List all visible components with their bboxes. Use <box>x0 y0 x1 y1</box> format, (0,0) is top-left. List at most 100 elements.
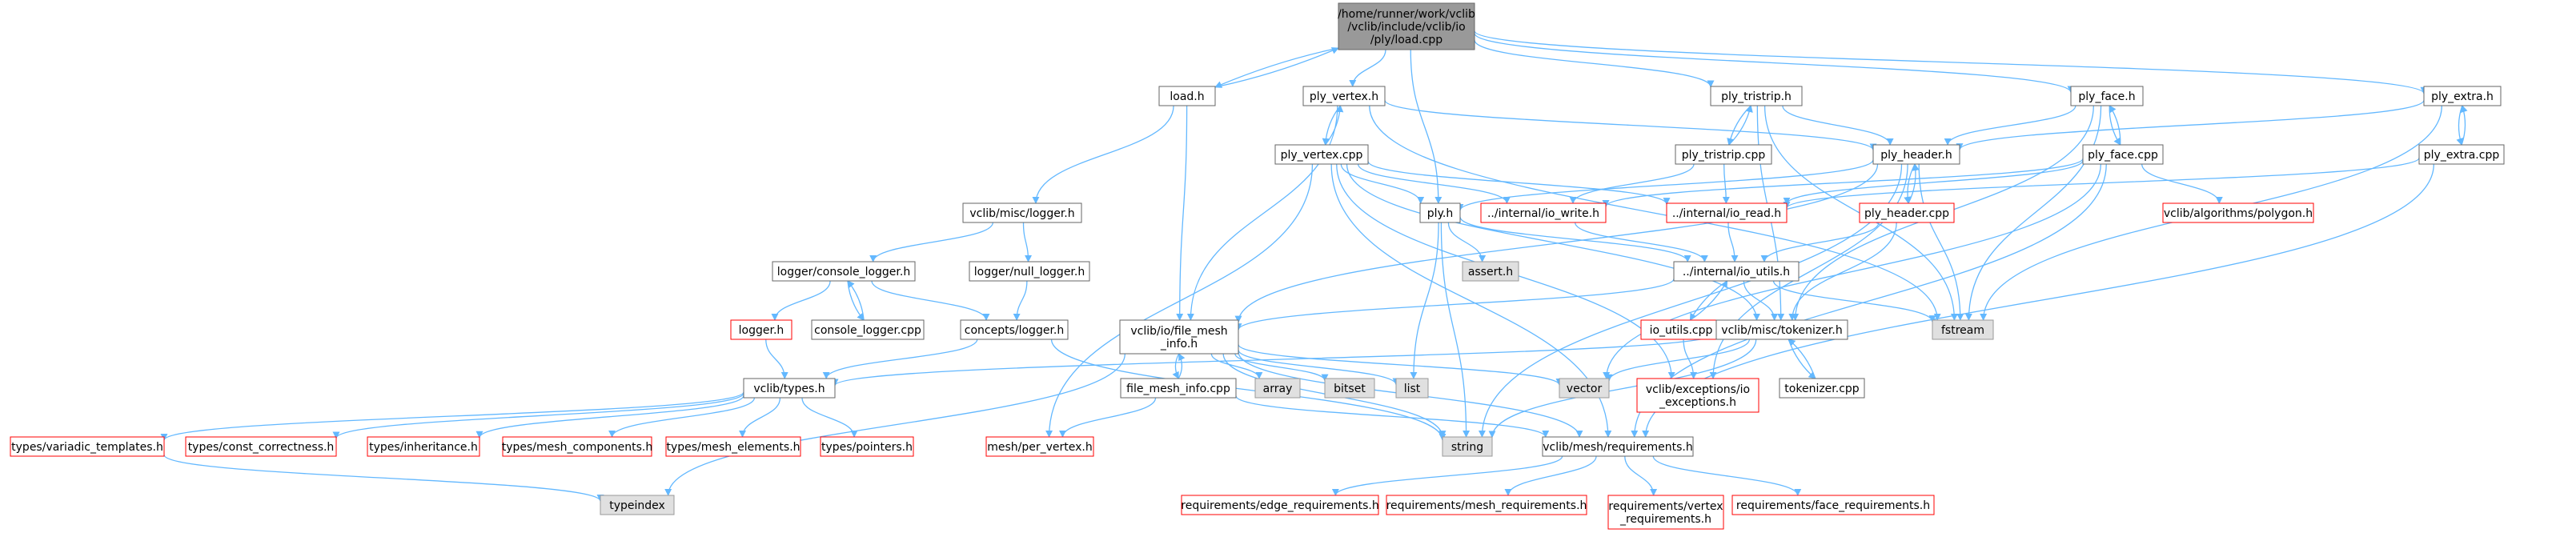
node-label: string <box>1451 441 1483 454</box>
node-ply-face-cpp[interactable]: ply_face.cpp <box>2082 144 2164 165</box>
node-ply-vertex-cpp[interactable]: ply_vertex.cpp <box>1274 144 1369 165</box>
node-mesh-elements-h[interactable]: types/mesh_elements.h <box>665 436 801 457</box>
node-io-write-h[interactable]: ../internal/io_write.h <box>1480 202 1607 223</box>
edge-io_utils_h-to-io_utils_cpp <box>1689 280 1728 321</box>
node-console-logger-cpp[interactable]: console_logger.cpp <box>811 319 925 340</box>
edge-ply_extra_h-to-ply_header_h <box>1956 99 2425 151</box>
node-polygon-h[interactable]: vclib/algorithms/polygon.h <box>2162 202 2314 223</box>
edge-ply_face_cpp-to-io_write_h <box>1602 158 2084 208</box>
node-label: /home/runner/work/vclib <box>1338 8 1475 21</box>
node-label: console_logger.cpp <box>814 324 921 337</box>
node-requirements-h[interactable]: vclib/mesh/requirements.h <box>1542 436 1694 457</box>
node-logger-h-misc[interactable]: vclib/misc/logger.h <box>962 202 1082 223</box>
edge-ply_face_h-to-ply_header_h <box>1944 105 2076 146</box>
edge-tokenizer_h-to-types_h <box>831 333 1717 387</box>
node-label: io_utils.cpp <box>1650 324 1713 337</box>
node-ply-extra-cpp[interactable]: ply_extra.cpp <box>2418 144 2505 165</box>
node-io-read-h[interactable]: ../internal/io_read.h <box>1666 202 1788 223</box>
edge-load_cpp-to-ply_face_h <box>1474 33 2075 94</box>
node-vector[interactable]: vector <box>1559 378 1610 399</box>
node-ply-header-cpp[interactable]: ply_header.cpp <box>1859 202 1955 223</box>
edge-file_mesh_info_cpp-to-per_vertex_h <box>1058 397 1157 438</box>
node-box <box>1710 86 1803 106</box>
node-assert-h[interactable]: assert.h <box>1462 261 1519 282</box>
node-ply-vertex-h[interactable]: ply_vertex.h <box>1302 86 1386 106</box>
node-box <box>1254 378 1301 399</box>
edge-ply_tristrip_cpp-to-ply_tristrip_h <box>1728 105 1753 146</box>
edge-load_cpp-to-ply_vertex_h <box>1349 49 1386 87</box>
edge-console_logger_h-to-logger_h_red <box>771 280 831 321</box>
node-io-utils-h[interactable]: ../internal/io_utils.h <box>1673 261 1800 282</box>
edge-file_mesh_info_cpp-to-file_mesh_info_h <box>1178 353 1186 379</box>
node-vertex-req-h[interactable]: requirements/vertex_requirements.h <box>1607 495 1724 530</box>
node-face-req-h[interactable]: requirements/face_requirements.h <box>1731 495 1935 515</box>
node-ply-h[interactable]: ply.h <box>1419 202 1461 223</box>
node-label: ply_tristrip.h <box>1721 90 1792 103</box>
node-null-logger-h[interactable]: logger/null_logger.h <box>969 261 1090 282</box>
edge-requirements_h-to-face_req_h <box>1652 455 1802 496</box>
node-label: _requirements.h <box>1619 513 1711 526</box>
node-label: logger.h <box>739 324 784 337</box>
node-fstream[interactable]: fstream <box>1932 319 1994 340</box>
node-label: _info.h <box>1160 338 1198 351</box>
node-tokenizer-h[interactable]: vclib/misc/tokenizer.h <box>1715 319 1848 340</box>
node-ply-header-h[interactable]: ply_header.h <box>1872 144 1960 165</box>
node-label: requirements/vertex <box>1608 500 1723 513</box>
node-ply-tristrip-cpp[interactable]: ply_tristrip.cpp <box>1675 144 1772 165</box>
node-pointers-h[interactable]: types/pointers.h <box>820 436 914 457</box>
node-per-vertex-h[interactable]: mesh/per_vertex.h <box>985 436 1094 457</box>
node-variadic-templates-h[interactable]: types/variadic_templates.h <box>10 436 165 457</box>
edge-ply_vertex_h-to-ply_header_h <box>1384 99 1877 151</box>
node-label: ply_face.h <box>2078 90 2135 103</box>
node-mesh-req-h[interactable]: requirements/mesh_requirements.h <box>1386 495 1587 515</box>
node-array[interactable]: array <box>1254 378 1301 399</box>
node-types-h[interactable]: vclib/types.h <box>743 378 836 399</box>
edge-ply_vertex_h-to-file_mesh_info_h <box>1186 105 1338 321</box>
edge-ply_vertex_cpp-to-ply_vertex_h <box>1325 105 1344 146</box>
node-bitset[interactable]: bitset <box>1324 378 1375 399</box>
node-box <box>1731 495 1935 515</box>
node-edge-req-h[interactable]: requirements/edge_requirements.h <box>1181 495 1379 515</box>
edge-ply_face_cpp-to-vector <box>1603 163 2101 379</box>
edge-ply_header_h-to-ply_h <box>1456 159 1874 211</box>
node-label: list <box>1404 383 1421 395</box>
edge-ply_vertex_cpp-to-io_write_h <box>1357 163 1511 204</box>
node-box <box>1419 202 1461 223</box>
edge-null_logger_h-to-concepts_logger_h <box>1013 280 1028 321</box>
node-label: vclib/misc/tokenizer.h <box>1721 324 1842 337</box>
node-list[interactable]: list <box>1395 378 1429 399</box>
node-label: assert.h <box>1468 266 1513 278</box>
node-file-mesh-info-cpp[interactable]: file_mesh_info.cpp <box>1120 378 1237 399</box>
node-logger-h-red[interactable]: logger.h <box>730 319 792 340</box>
node-ply-extra-h[interactable]: ply_extra.h <box>2423 86 2502 106</box>
edge-ply_extra_h-to-ply_extra_cpp <box>2456 105 2464 146</box>
edge-ply_h-to-string <box>1440 222 1471 438</box>
node-ply-tristrip-h[interactable]: ply_tristrip.h <box>1710 86 1803 106</box>
nodes-layer: /home/runner/work/vclib/vclib/include/vc… <box>10 2 2505 530</box>
node-box <box>2082 144 2164 165</box>
node-concepts-logger-h[interactable]: concepts/logger.h <box>960 319 1069 340</box>
edge-ply_tristrip_cpp-to-io_write_h <box>1569 163 1695 204</box>
node-mesh-components-h[interactable]: types/mesh_components.h <box>502 436 653 457</box>
edge-ply_extra_cpp-to-ply_extra_h <box>2460 105 2468 146</box>
node-const-correctness-h[interactable]: types/const_correctness.h <box>185 436 337 457</box>
node-inheritance-h[interactable]: types/inheritance.h <box>367 436 480 457</box>
node-tokenizer-cpp[interactable]: tokenizer.cpp <box>1779 378 1865 399</box>
edge-console_logger_h-to-concepts_logger_h <box>871 280 990 321</box>
node-load-cpp[interactable]: /home/runner/work/vclib/vclib/include/vc… <box>1338 2 1475 50</box>
edge-file_mesh_info_h-to-bitset <box>1234 353 1329 382</box>
node-string[interactable]: string <box>1442 436 1493 457</box>
edge-ply_header_h-to-exceptions_h <box>1709 163 1908 379</box>
node-load-h[interactable]: load.h <box>1158 86 1216 106</box>
node-typeindex[interactable]: typeindex <box>600 495 675 515</box>
node-console-logger-h[interactable]: logger/console_logger.h <box>772 261 916 282</box>
edge-load_cpp-to-ply_extra_h <box>1474 30 2428 94</box>
edge-file_mesh_info_h-to-vector <box>1238 344 1563 386</box>
node-box <box>502 436 652 457</box>
node-file-mesh-info-h[interactable]: vclib/io/file_mesh_info.h <box>1119 319 1239 355</box>
node-io-utils-cpp[interactable]: io_utils.cpp <box>1640 319 1722 340</box>
node-exceptions-h[interactable]: vclib/exceptions/io_exceptions.h <box>1636 378 1759 413</box>
edge-ply_tristrip_cpp-to-io_read_h <box>1722 163 1730 204</box>
edge-io_utils_h-to-fstream <box>1772 280 1936 323</box>
node-ply-face-h[interactable]: ply_face.h <box>2070 86 2144 106</box>
